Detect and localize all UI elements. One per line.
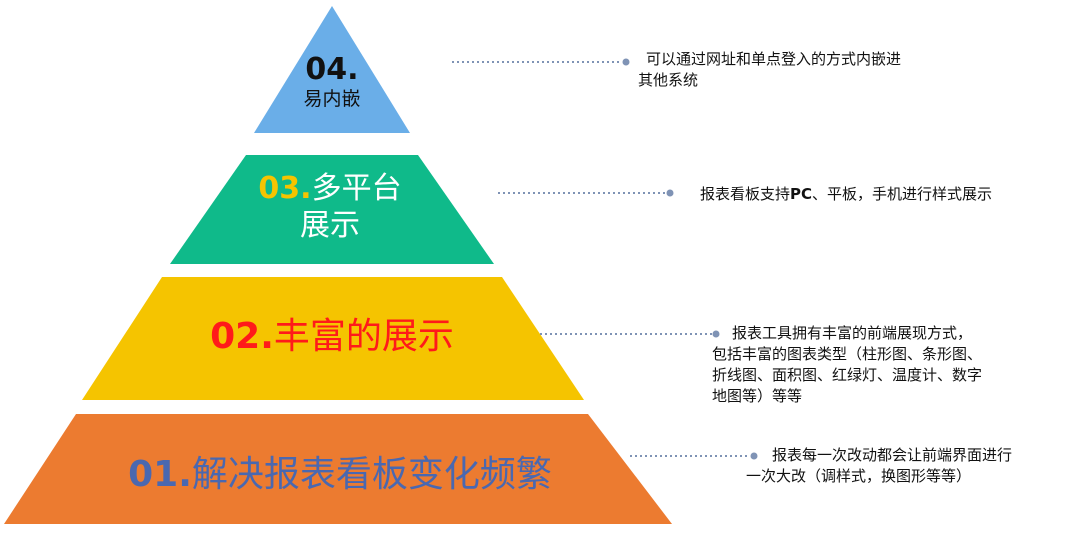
- connector-01-dot: [750, 452, 758, 460]
- tier-02-desc-line4: 地图等）等等: [712, 387, 803, 405]
- tier-01-name: 解决报表看板变化频繁: [191, 454, 552, 495]
- tier-04-shape: [254, 6, 410, 133]
- tier-04-label: 04. 易内嵌: [274, 54, 390, 112]
- tier-04-description: 可以通过网址和单点登入的方式内嵌进 其他系统: [638, 49, 901, 91]
- tier-03-desc-bold: PC: [790, 185, 813, 203]
- tier-04-name: 易内嵌: [303, 88, 361, 110]
- tier-01-shape: [4, 414, 672, 524]
- tier-02-label: 02.丰富的展示: [150, 315, 514, 359]
- tier-04-number: 04.: [305, 52, 359, 87]
- tier-01-label: 01.解决报表看板变化频繁: [90, 452, 590, 498]
- tier-01-number: 01.: [128, 454, 192, 495]
- tier-03-label: 03.多平台 展示: [230, 171, 430, 245]
- connector-04-dot: [622, 58, 630, 66]
- tier-02-name: 丰富的展示: [273, 316, 454, 357]
- tier-01-description: 报表每一次改动都会让前端界面进行 一次大改（调样式，换图形等等）: [746, 445, 1012, 487]
- tier-03-number: 03.: [258, 171, 312, 206]
- tier-03-shape: [170, 155, 494, 264]
- tier-02-desc-line1: 报表工具拥有丰富的前端展现方式，: [732, 324, 973, 342]
- tier-02-shape: [82, 277, 584, 400]
- tier-02-desc-line3: 折线图、面积图、红绿灯、温度计、数字: [712, 366, 983, 384]
- tier-03-description: 报表看板支持PC、平板，手机进行样式展示: [700, 184, 992, 205]
- tier-01-desc-line1: 报表每一次改动都会让前端界面进行: [772, 446, 1013, 464]
- tier-02-description: 报表工具拥有丰富的前端展现方式， 包括丰富的图表类型（柱形图、条形图、 折线图、…: [712, 323, 982, 407]
- connector-02-dot: [712, 330, 720, 338]
- tier-02-desc-line2: 包括丰富的图表类型（柱形图、条形图、: [712, 345, 983, 363]
- tier-04-desc-line2: 其他系统: [638, 71, 699, 89]
- tier-02-number: 02.: [210, 316, 274, 357]
- tier-04-desc-line1: 可以通过网址和单点登入的方式内嵌进: [646, 50, 902, 68]
- tier-03-name-line1: 多平台: [311, 171, 402, 206]
- connector-03-dot: [666, 189, 674, 197]
- tier-01-desc-line2: 一次大改（调样式，换图形等等）: [746, 467, 972, 485]
- tier-03-desc-post: 、平板，手机进行样式展示: [812, 185, 993, 203]
- tier-03-name-line2: 展示: [300, 208, 360, 243]
- tier-03-desc-pre: 报表看板支持: [700, 185, 791, 203]
